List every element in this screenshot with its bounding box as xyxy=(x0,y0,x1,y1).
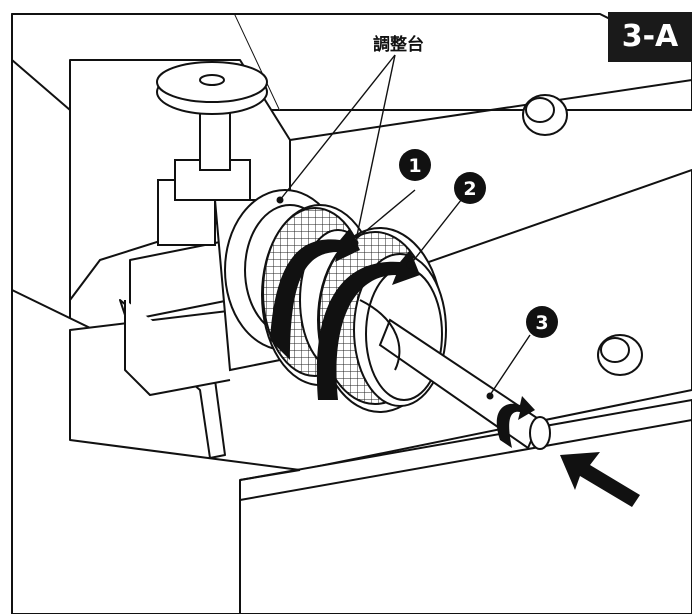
marker-3: 3 xyxy=(526,306,558,338)
marker-2: 2 xyxy=(454,172,486,204)
svg-text:1: 1 xyxy=(408,155,421,177)
panel-button-lower xyxy=(597,334,643,376)
marker-1: 1 xyxy=(399,149,431,181)
panel-button-upper xyxy=(522,94,568,136)
callout-leader-lines xyxy=(279,54,531,396)
leader-dots xyxy=(276,196,494,400)
step-badge: 3-A xyxy=(608,12,692,62)
adjustment-stand-label: 調整台 xyxy=(373,35,424,55)
top-knob xyxy=(156,61,268,246)
mount-frame xyxy=(119,239,231,459)
svg-text:2: 2 xyxy=(463,178,476,200)
svg-text:3: 3 xyxy=(535,312,548,334)
push-direction-arrow xyxy=(560,452,640,507)
rotation-arrow-1 xyxy=(270,228,360,360)
rotation-arrow-2 xyxy=(316,250,420,400)
shaft-rotation-arrow xyxy=(496,396,535,448)
